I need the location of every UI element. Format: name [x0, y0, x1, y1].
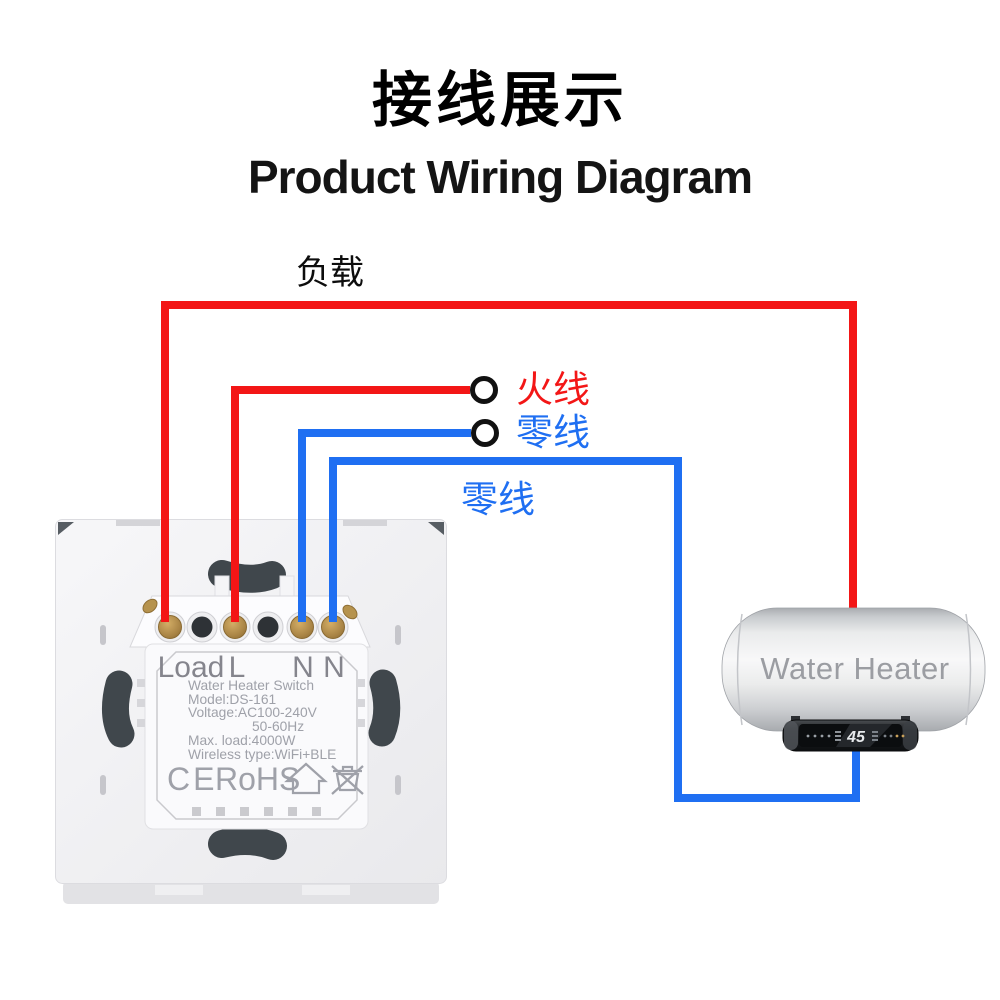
rohs-mark: RoHS: [215, 761, 300, 797]
spec-line-5: Max. load:4000W: [188, 733, 295, 748]
corner-wedge-top-left: [58, 522, 74, 535]
neutral-wire-label-bottom: 零线: [461, 479, 535, 520]
page-title-chinese: 接线展示: [372, 67, 628, 134]
load-wire-label: 负载: [296, 254, 364, 292]
terminal-label-l: L: [229, 651, 246, 684]
page-title-english: Product Wiring Diagram: [247, 151, 753, 203]
house-icon: [284, 762, 328, 795]
water-heater-graphic: Water Heater 45: [721, 607, 986, 752]
spec-line-1: Water Heater Switch: [188, 678, 314, 693]
panel-tab-right: [901, 716, 910, 722]
plate-bottom-notch-left: [155, 885, 203, 895]
neutral-wire-label-top: 零线: [516, 412, 590, 453]
ce-mark: CE: [167, 761, 217, 797]
hole-dark-2: [257, 616, 279, 638]
spec-line-4: 50-60Hz: [252, 719, 304, 734]
plate-slot-bottom-left: [100, 775, 106, 795]
live-node-circle: [470, 376, 498, 404]
terminal-label-load: Load: [158, 651, 225, 684]
display-value: 45: [846, 729, 866, 746]
mount-slot-right: [368, 669, 401, 747]
hole-dark-1: [191, 616, 213, 638]
heater-label: Water Heater: [760, 651, 949, 686]
side-screw-left: [142, 598, 158, 614]
screw-l: [223, 615, 247, 639]
screw-load: [158, 615, 182, 639]
plate-top-notch-left: [116, 520, 160, 526]
panel-endcap-left: [784, 721, 798, 750]
wall-switch-graphic: Load L N N Water Heater Switch Model:DS-…: [55, 519, 447, 904]
spec-line-6: Wireless type:WiFi+BLE: [188, 747, 336, 762]
vent-squares: [192, 807, 321, 816]
plate-bottom-notch-right: [302, 885, 350, 895]
screw-n1: [290, 615, 314, 639]
plate-top-notch-right: [343, 520, 387, 526]
screw-n2: [321, 615, 345, 639]
spec-line-2: Model:DS-161: [188, 692, 276, 707]
plate-slot-top-right: [395, 625, 401, 645]
panel-endcap-right: [903, 721, 917, 750]
terminal-label-n2: N: [323, 651, 345, 684]
wall-switch-module: Load L N N Water Heater Switch Model:DS-…: [55, 519, 447, 910]
water-heater: Water Heater 45: [720, 606, 988, 761]
spec-line-3: Voltage:AC100-240V: [188, 705, 318, 720]
terminal-label-n1: N: [292, 651, 314, 684]
tank-seam-right: [965, 613, 972, 726]
spec-text: Water Heater Switch Model:DS-161 Voltage…: [188, 678, 336, 762]
live-wire-label: 火线: [516, 369, 590, 410]
plate-bottom-edge: [63, 881, 439, 904]
terminal-tab-left: [214, 575, 230, 599]
mount-slot-bottom: [208, 827, 287, 860]
terminal-tab-right: [279, 575, 295, 599]
neutral-node-circle: [471, 419, 499, 447]
plate-slot-top-left: [100, 625, 106, 645]
plate-slot-bottom-right: [395, 775, 401, 795]
mount-slot-left: [102, 670, 135, 748]
